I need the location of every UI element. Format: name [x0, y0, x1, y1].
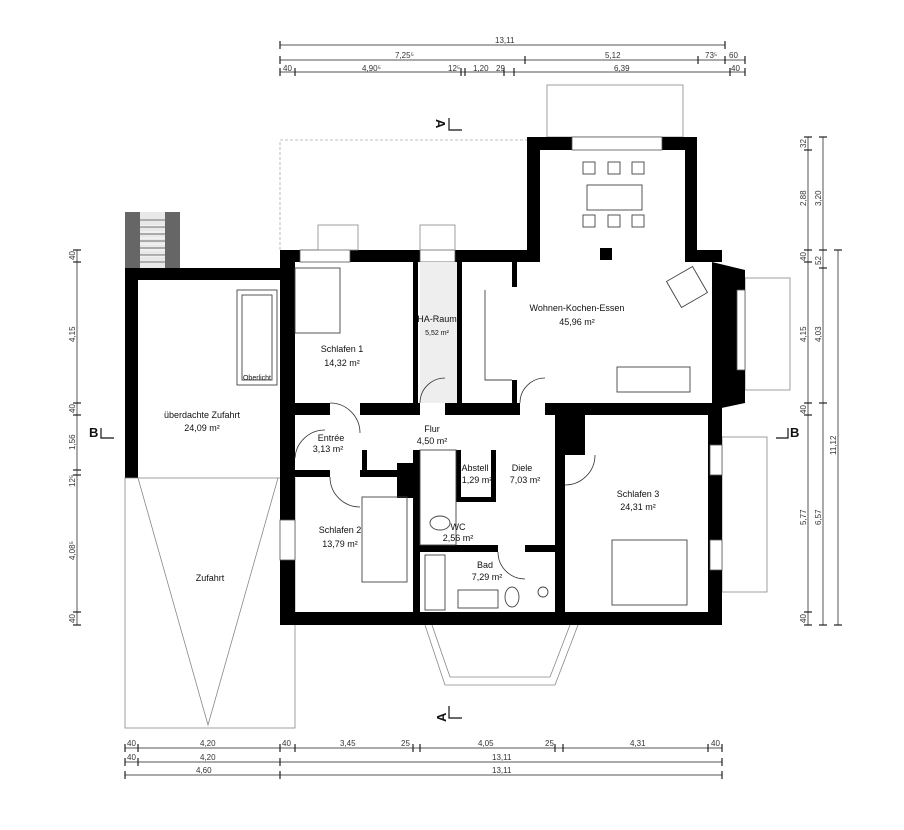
section-a-top: A	[433, 119, 448, 129]
dim-top: 4,90⁵	[362, 64, 381, 73]
dim-right: 4,15	[799, 326, 808, 342]
dining-table	[586, 184, 643, 211]
dim-top: 60	[729, 51, 738, 60]
dim-right: 2,88	[799, 190, 808, 206]
dim-bottom: 4,20	[200, 739, 216, 748]
carport	[124, 212, 296, 729]
dim-left: 4,15	[68, 326, 77, 342]
dim-bottom: 13,11	[492, 753, 512, 762]
section-a-bottom: A	[434, 712, 449, 722]
dim-right: 6,57	[814, 509, 823, 525]
bed-schlafen-2	[361, 496, 408, 583]
room-name-zufahrt: Zufahrt	[196, 573, 225, 583]
dim-top: 40	[731, 64, 740, 73]
dim-top: 73⁵	[705, 51, 717, 60]
room-area-entree: 3,13 m²	[313, 444, 344, 454]
room-area-wohnen: 45,96 m²	[559, 317, 595, 327]
room-name-entree: Entrée	[318, 433, 345, 443]
dim-bottom: 25	[401, 739, 410, 748]
label-oberlicht: Oberlicht	[243, 375, 271, 382]
staircase	[419, 449, 457, 546]
dim-bottom: 4,31	[630, 739, 646, 748]
room-area-abstell: 1,29 m²	[462, 475, 493, 485]
dim-top-total: 13,11	[495, 36, 515, 45]
dim-bottom: 25	[545, 739, 554, 748]
kitchen-counter	[484, 290, 512, 381]
dim-right: 4,03	[814, 326, 823, 342]
dim-top: 12⁵	[448, 64, 460, 73]
dim-right: 40	[799, 405, 808, 414]
furniture	[294, 161, 709, 611]
dim-left: 40	[68, 614, 77, 623]
dim-bottom: 4,60	[196, 766, 212, 775]
bed-schlafen-1	[294, 267, 341, 334]
armchair	[665, 265, 709, 309]
dim-top: 40	[283, 64, 292, 73]
room-name-ha-raum: HA-Raum	[417, 314, 457, 324]
dim-left: 40	[68, 251, 77, 260]
oberlicht-skylight	[236, 289, 278, 386]
room-area-schlafen2: 13,79 m²	[322, 539, 358, 549]
dim-left: 1,56	[68, 434, 77, 450]
washbasin	[457, 589, 499, 609]
walls	[280, 137, 745, 625]
dim-top: 7,25⁵	[395, 51, 414, 60]
section-b-left: B	[89, 425, 98, 440]
dim-top: 29	[496, 64, 505, 73]
dimension-texts: 13,11 7,25⁵ 5,12 73⁵ 60 40 4,90⁵ 12⁵ 1,2…	[68, 36, 838, 775]
room-area-flur: 4,50 m²	[417, 436, 448, 446]
dim-right: 52	[814, 256, 823, 265]
room-area-schlafen1: 14,32 m²	[324, 358, 360, 368]
dim-bottom: 40	[711, 739, 720, 748]
room-name-wohnen: Wohnen-Kochen-Essen	[530, 303, 625, 313]
room-name-flur: Flur	[424, 424, 440, 434]
dim-right: 11,12	[829, 435, 838, 455]
room-area-ha-raum: 5,52 m²	[425, 330, 449, 337]
dim-left: 4,08⁵	[68, 541, 77, 560]
toilet	[504, 586, 520, 608]
room-name-diele: Diele	[512, 463, 533, 473]
room-name-wc: WC	[451, 522, 466, 532]
dim-bottom: 4,20	[200, 753, 216, 762]
dim-right: 5,77	[799, 509, 808, 525]
section-marks: A A B B	[89, 118, 799, 722]
room-name-schlafen2: Schlafen 2	[319, 525, 362, 535]
dimension-lines	[73, 41, 842, 779]
dim-bottom: 40	[127, 739, 136, 748]
room-area-wc: 2,56 m²	[443, 533, 474, 543]
dim-bottom: 40	[127, 753, 136, 762]
bed-schlafen-3	[611, 539, 688, 606]
section-b-right: B	[790, 425, 799, 440]
dim-bottom: 40	[282, 739, 291, 748]
room-area-bad: 7,29 m²	[472, 572, 503, 582]
bathtub	[424, 554, 446, 611]
dim-top: 6,39	[614, 64, 630, 73]
dim-left: 12⁵	[68, 475, 77, 487]
dim-top: 1,20	[473, 64, 489, 73]
room-name-schlafen1: Schlafen 1	[321, 344, 364, 354]
dim-top: 5,12	[605, 51, 621, 60]
room-name-schlafen3: Schlafen 3	[617, 489, 660, 499]
dim-right: 32	[799, 139, 808, 148]
dim-right: 40	[799, 252, 808, 261]
sofa	[616, 366, 691, 393]
dim-left: 40	[68, 404, 77, 413]
room-area-zufahrt-ueberdacht: 24,09 m²	[184, 423, 220, 433]
ha-raum-fill	[420, 262, 457, 403]
dim-right: 40	[799, 614, 808, 623]
dim-bottom: 4,05	[478, 739, 494, 748]
room-area-diele: 7,03 m²	[510, 475, 541, 485]
dim-bottom: 13,11	[492, 766, 512, 775]
room-name-bad: Bad	[477, 560, 493, 570]
room-labels: Wohnen-Kochen-Essen 45,96 m² Schlafen 1 …	[164, 303, 659, 583]
room-name-abstell: Abstell	[461, 463, 488, 473]
dim-right: 3,20	[814, 190, 823, 206]
room-name-zufahrt-ueberdacht: überdachte Zufahrt	[164, 410, 241, 420]
room-area-schlafen3: 24,31 m²	[620, 502, 656, 512]
dim-bottom: 3,45	[340, 739, 356, 748]
